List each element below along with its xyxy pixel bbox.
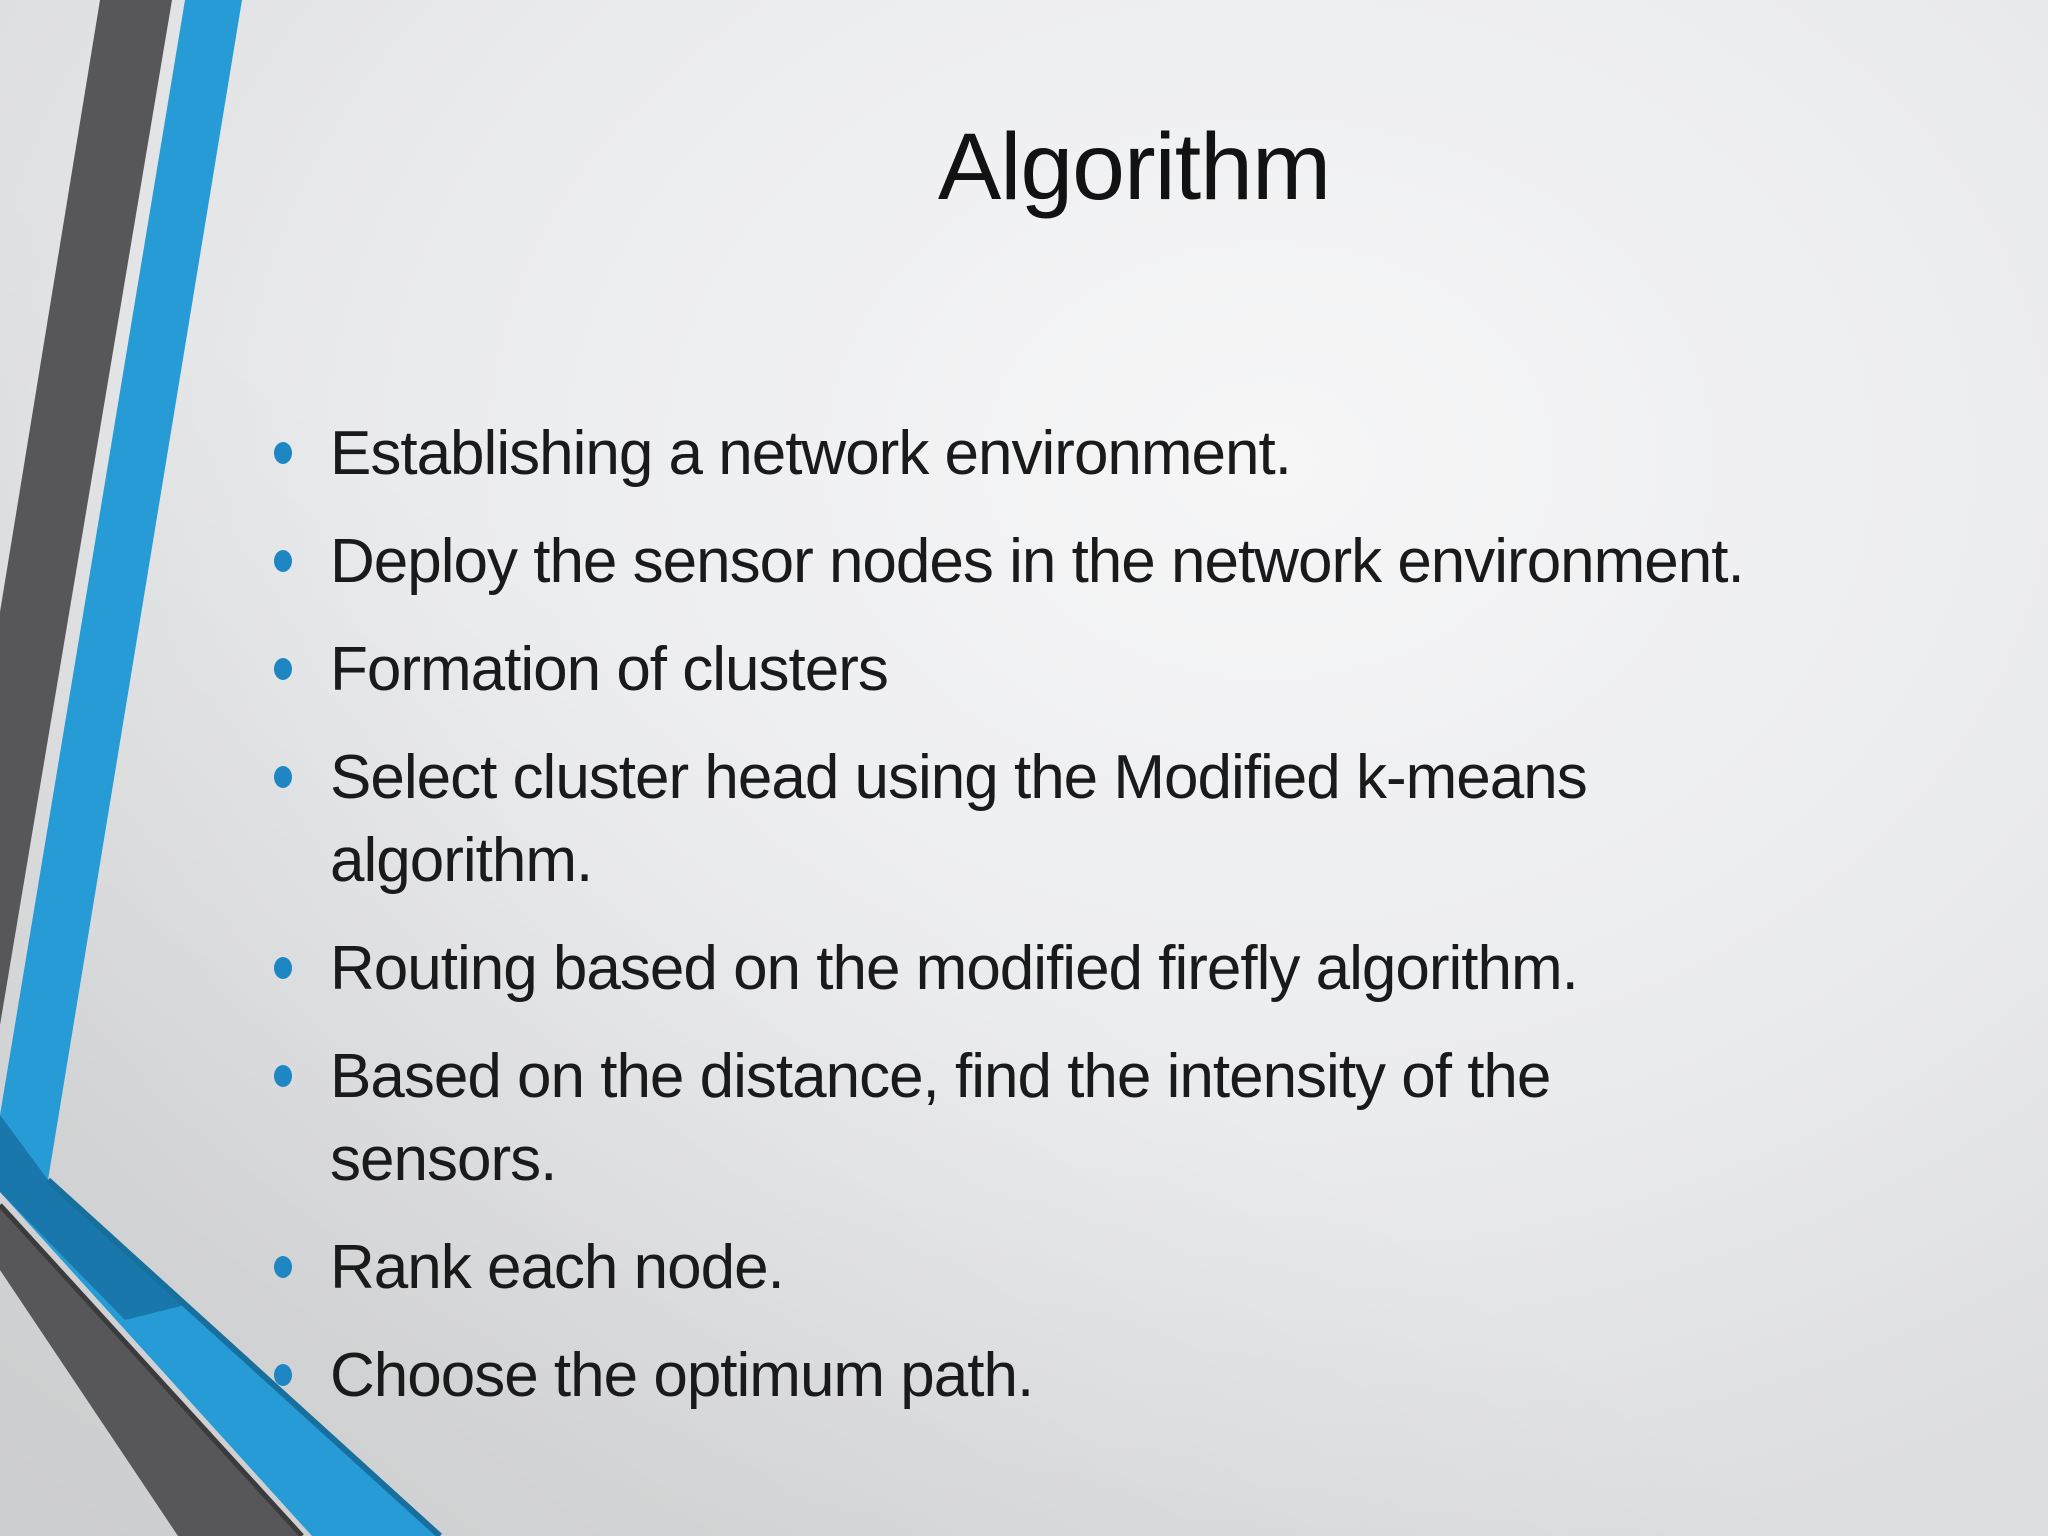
blue-ribbon <box>0 0 440 1536</box>
bullet-text: Establishing a network environment. <box>330 419 1292 488</box>
bullet-icon <box>274 957 292 979</box>
bullet-list: Establishing a network environment. Depl… <box>250 412 2018 1417</box>
bullet-text: Deploy the sensor nodes in the network e… <box>330 527 1745 596</box>
list-item: Select cluster head using the Modified k… <box>274 736 2018 902</box>
bullet-icon <box>274 658 292 680</box>
bullet-text: Formation of clusters <box>330 635 889 704</box>
bullet-text: Routing based on the modified firefly al… <box>330 934 1579 1003</box>
list-item: Rank each node. <box>274 1226 2018 1309</box>
page-title: Algorithm <box>937 114 1331 220</box>
list-item: Based on the distance, find the intensit… <box>274 1035 2018 1201</box>
list-item: Choose the optimum path. <box>274 1334 2018 1417</box>
bullet-text: Select cluster head using the Modified k… <box>330 743 1588 895</box>
blue-ribbon-fold <box>0 1115 185 1320</box>
blue-ribbon-edge <box>45 1177 443 1536</box>
bullet-text: Based on the distance, find the intensit… <box>330 1042 1551 1194</box>
list-item: Deploy the sensor nodes in the network e… <box>274 520 2018 603</box>
bullet-icon <box>274 1065 292 1087</box>
bullet-text: Choose the optimum path. <box>330 1341 1034 1410</box>
bullet-icon <box>274 1364 292 1386</box>
gray-ribbon-top <box>0 0 172 1025</box>
bullet-text: Rank each node. <box>330 1233 785 1302</box>
gray-ribbon-edge <box>0 1203 304 1536</box>
bullet-icon <box>274 550 292 572</box>
list-item: Formation of clusters <box>274 628 2018 711</box>
list-item: Establishing a network environment. <box>274 412 2018 495</box>
list-item: Routing based on the modified firefly al… <box>274 927 2018 1010</box>
bullet-icon <box>274 1256 292 1278</box>
bullet-icon <box>274 442 292 464</box>
bullet-icon <box>274 766 292 788</box>
